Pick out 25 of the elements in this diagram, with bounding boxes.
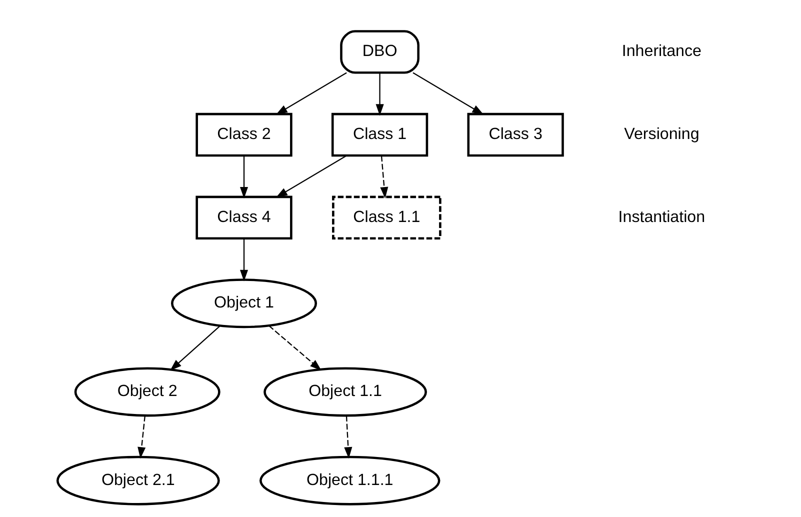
arrow <box>380 156 388 199</box>
legend-label: Instantiation <box>618 208 706 226</box>
node-box: Class 2 <box>196 112 292 157</box>
legend-label: Versioning <box>624 125 700 144</box>
node-box: Class 1.1 <box>332 196 442 240</box>
legend-label: Inheritance <box>622 42 702 60</box>
arrow <box>344 416 352 459</box>
node-box: Class 1 <box>331 112 428 157</box>
node-box: DBO <box>340 30 420 74</box>
arrow <box>376 73 384 116</box>
node-ellipse: Object 1.1.1 <box>259 456 440 506</box>
node-ellipse: Object 2.1 <box>56 456 220 506</box>
arrow <box>276 72 347 115</box>
arrow <box>240 238 248 282</box>
node-ellipse: Object 1 <box>171 278 318 328</box>
arrow <box>268 325 322 371</box>
arrow <box>276 155 347 198</box>
node-ellipse: Object 2 <box>74 367 220 417</box>
node-box: Class 4 <box>196 196 292 240</box>
node-ellipse: Object 1.1 <box>264 367 427 417</box>
node-box: Class 3 <box>467 112 564 157</box>
arrow <box>412 72 484 115</box>
arrow <box>240 156 248 199</box>
arrow <box>170 325 220 371</box>
arrow <box>138 416 146 459</box>
